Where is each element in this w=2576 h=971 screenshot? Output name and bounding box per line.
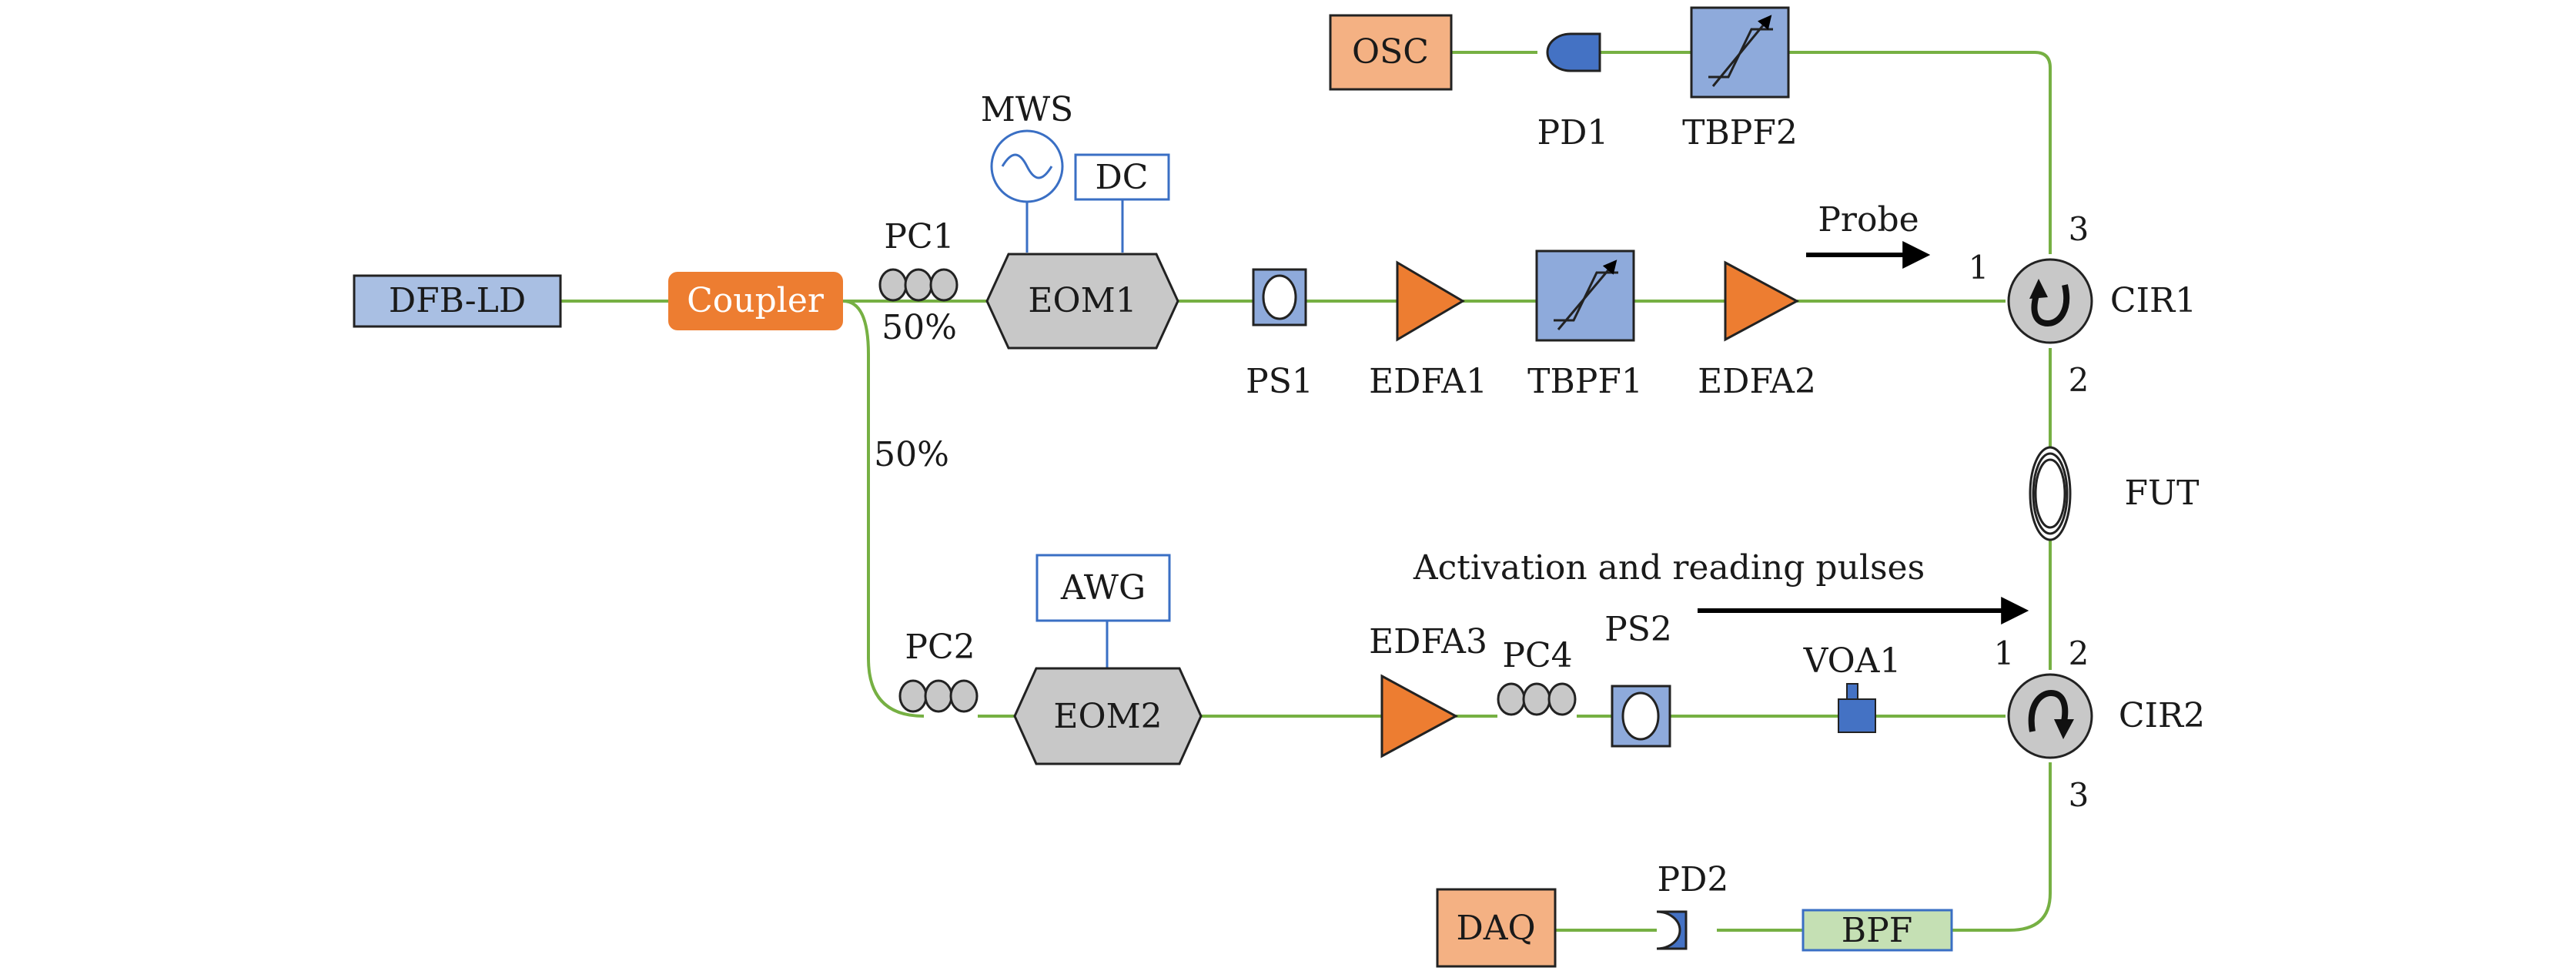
mws-label: MWS [981,90,1073,129]
awg-generator-label: AWG [1060,568,1146,608]
fiber-under-test [2029,446,2072,541]
probe-label: Probe [1818,200,1919,239]
cir2-port3-label: 3 [2069,776,2089,814]
photodiode-1 [1546,32,1601,72]
cir1-label: CIR1 [2110,281,2196,320]
awg-generator: AWG [1035,554,1171,622]
split-label-top: 50% [882,308,957,347]
data-acquisition-label: DAQ [1456,909,1535,948]
band-pass-filter: BPF [1802,909,1953,952]
tbpf2-filter [1690,6,1790,99]
cir1-port1-label: 1 [1969,249,1989,286]
pc4-label: PC4 [1502,636,1572,675]
microwave-source [990,129,1064,203]
pc2-label: PC2 [905,628,975,667]
polarization-controller-1 [878,268,958,302]
circulator-2 [2007,673,2093,759]
dc-source-label: DC [1096,158,1149,197]
edfa3-amplifier [1380,674,1459,758]
ps1-label: PS1 [1246,362,1313,401]
pd1-label: PD1 [1537,113,1609,152]
data-acquisition: DAQ [1436,888,1557,968]
edfa2-label: EDFA2 [1698,362,1816,401]
dfb-ld-label: DFB-LD [389,281,526,320]
edfa1-label: EDFA1 [1369,362,1487,401]
dfb-ld: DFB-LD [353,274,562,328]
eom1-modulator: EOM1 [985,253,1179,350]
edfa2-amplifier [1724,260,1800,342]
polarization-controller-4 [1497,682,1577,716]
pd2-label: PD2 [1658,860,1729,899]
electrical-links [1025,199,1124,668]
eom2-modulator-label: EOM2 [1053,697,1162,736]
cir2-port1-label: 1 [1994,634,2015,672]
polarization-scrambler-2 [1611,685,1671,748]
dc-source: DC [1074,153,1170,201]
coupler-label: Coupler [687,281,825,320]
edfa1-amplifier [1396,260,1465,342]
oscilloscope-label: OSC [1352,32,1429,72]
split-label-bottom: 50% [874,435,949,474]
tbpf1-filter [1535,249,1635,342]
tbpf1-label: TBPF1 [1527,362,1643,401]
fiber-links [560,51,2052,932]
photodiode-2 [1656,910,1688,950]
tbpf2-label: TBPF2 [1682,113,1798,152]
eom1-modulator-label: EOM1 [1028,281,1136,320]
polarization-scrambler-1 [1252,268,1307,326]
coupler: Coupler [668,272,843,330]
circulator-1 [2007,258,2093,344]
oscilloscope: OSC [1329,14,1453,91]
pc1-label: PC1 [884,217,954,256]
activation-label: Activation and reading pulses [1413,548,1925,588]
cir2-label: CIR2 [2119,696,2205,735]
band-pass-filter-label: BPF [1842,911,1912,950]
cir1-port2-label: 2 [2069,361,2089,399]
voa1-label: VOA1 [1803,641,1902,681]
fut-label: FUT [2125,474,2200,513]
cir2-port2-label: 2 [2069,634,2089,672]
edfa3-label: EDFA3 [1369,622,1487,661]
cir1-port3-label: 3 [2069,210,2089,248]
ps2-label: PS2 [1604,610,1672,649]
variable-optical-attenuator [1838,683,1876,733]
eom2-modulator: EOM2 [1013,667,1203,765]
polarization-controller-2 [898,679,979,713]
